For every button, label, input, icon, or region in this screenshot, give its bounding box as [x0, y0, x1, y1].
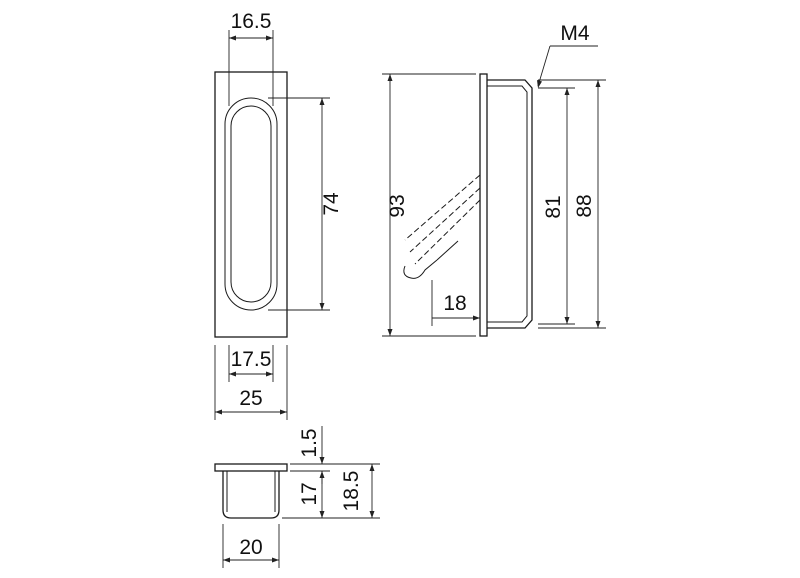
dim-bottom-total-depth: 18.5	[330, 463, 380, 519]
side-body-inner	[487, 85, 528, 323]
dim-bottom-body-depth: 17	[282, 471, 330, 519]
bottom-view: 1.5 17 18.5 20	[214, 426, 380, 568]
front-grip-recess	[230, 105, 272, 303]
dim-bottom-body-width: 20	[222, 524, 280, 568]
side-body	[487, 79, 533, 329]
dim-front-overall-width: 25	[214, 345, 288, 420]
dim-bottom-flange: 1.5	[290, 426, 330, 484]
side-view: 93 81 88 M4	[382, 22, 606, 337]
dim-side-screw: M4	[537, 22, 598, 88]
dim-side-mounting-pitch: 81	[538, 87, 575, 325]
bottom-flange	[214, 463, 288, 472]
dim-front-inner-width: 16.5	[228, 10, 274, 106]
dim-label-16-5: 16.5	[231, 10, 272, 33]
dim-label-88: 88	[573, 194, 596, 217]
side-flange	[479, 73, 488, 337]
dim-label-17: 17	[298, 482, 321, 505]
dim-label-93: 93	[386, 194, 409, 217]
dim-label-81: 81	[542, 195, 565, 218]
dim-label-25: 25	[239, 387, 262, 410]
dim-label-m4: M4	[560, 22, 589, 45]
front-grip-outline	[224, 97, 278, 311]
dim-label-18-5: 18.5	[340, 471, 363, 512]
dim-label-74: 74	[320, 192, 343, 216]
front-outer-plate	[214, 71, 288, 338]
dim-side-body-height: 88	[538, 79, 606, 329]
dim-label-17-5: 17.5	[231, 348, 272, 371]
bottom-body	[222, 471, 280, 519]
dim-label-18: 18	[443, 292, 466, 315]
dim-label-1-5: 1.5	[298, 428, 321, 457]
front-view: 16.5 74 17.5 25	[214, 10, 343, 420]
dim-front-base-width: 17.5	[228, 345, 274, 382]
dim-label-20: 20	[239, 536, 262, 559]
side-hidden-lever	[403, 174, 481, 279]
dim-side-overall-height: 93	[382, 73, 476, 337]
dim-side-depth: 18	[431, 280, 480, 326]
dim-front-grip-length: 74	[268, 97, 343, 311]
